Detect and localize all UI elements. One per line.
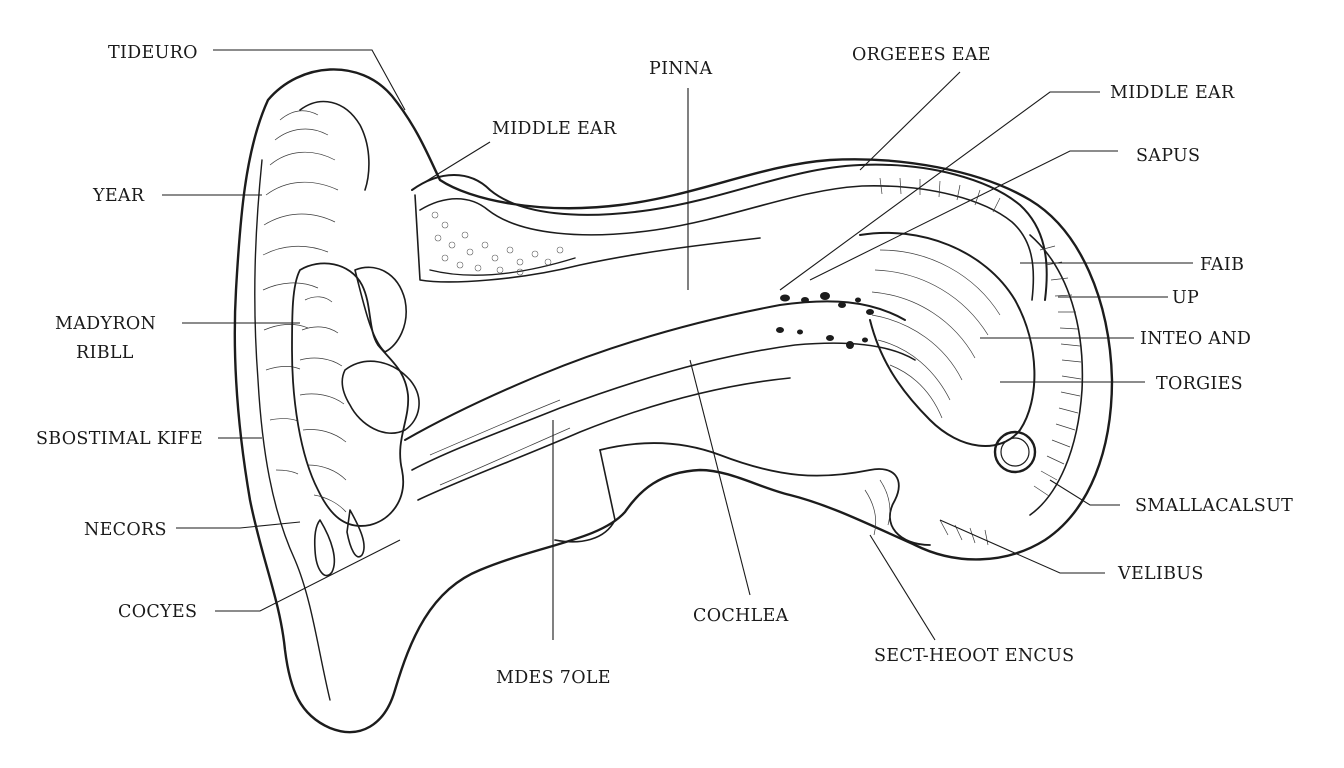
- label-middle-ear-inner: MIDDLE EAR: [492, 119, 617, 139]
- label-sapus: SAPUS: [1136, 146, 1200, 166]
- label-sect-heoot-encus: SECT-HEOOT ENCUS: [874, 646, 1074, 666]
- lower-base: [554, 442, 989, 546]
- label-madyron: MADYRON: [55, 314, 156, 334]
- label-smallacalsut: SMALLACALSUT: [1135, 496, 1293, 516]
- label-year: YEAR: [92, 186, 145, 206]
- pinna-outline: [233, 68, 1114, 734]
- label-faib: FAIB: [1200, 255, 1244, 275]
- inner-ear-bulb: [859, 231, 1037, 474]
- ossicle-dots: [776, 292, 874, 349]
- label-pinna: PINNA: [649, 59, 713, 79]
- label-inteo-and: INTEO AND: [1140, 329, 1251, 349]
- label-tideuro: TIDEURO: [108, 43, 198, 63]
- label-middle-ear-outer: MIDDLE EAR: [1110, 83, 1235, 103]
- label-orgeees-eae: ORGEEES EAE: [852, 45, 991, 65]
- label-velibus: VELIBUS: [1117, 564, 1204, 584]
- label-torgies: TORGIES: [1156, 374, 1243, 394]
- ear-canal: [404, 292, 916, 501]
- helix-hatching: [262, 110, 339, 475]
- leader-lines: [162, 49, 1193, 641]
- label-necors: NECORS: [84, 520, 167, 540]
- label-ribll: RIBLL: [76, 343, 134, 363]
- label-mdes-7ole: MDES 7OLE: [496, 668, 611, 688]
- labels: TIDEURO YEAR MADYRON RIBLL SBOSTIMAL KIF…: [36, 43, 1293, 688]
- label-sbostimal-kife: SBOSTIMAL KIFE: [36, 429, 203, 449]
- upper-canal: [411, 163, 1048, 301]
- concha-shapes: [291, 262, 420, 577]
- label-up: UP: [1172, 288, 1199, 308]
- label-cocyes: COCYES: [118, 602, 197, 622]
- label-cochlea: COCHLEA: [693, 606, 789, 626]
- outer-rim: [879, 177, 1084, 516]
